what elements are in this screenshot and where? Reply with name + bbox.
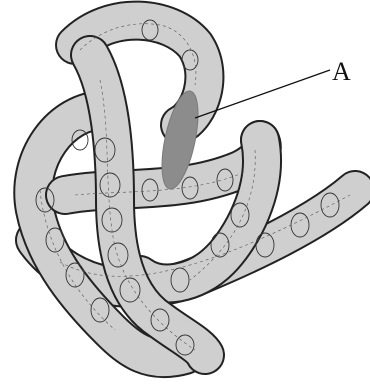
label-a: A [332, 57, 351, 86]
